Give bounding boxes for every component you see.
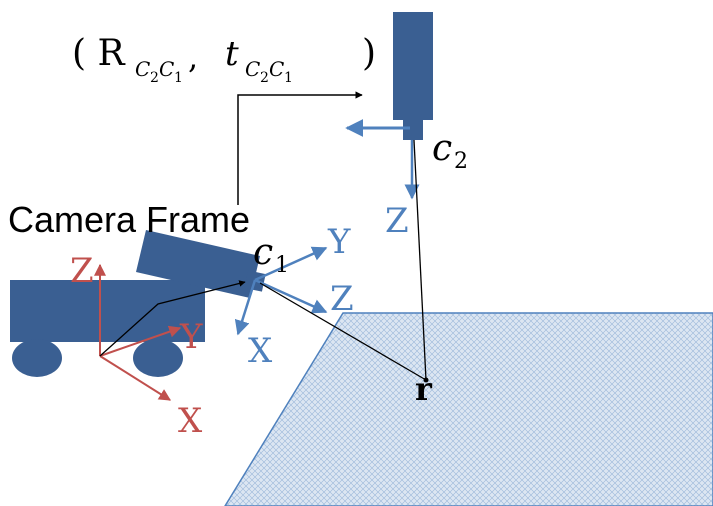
c1-z-label: Z: [330, 279, 354, 319]
c1-x-axis: [234, 279, 257, 336]
c2-label: c: [432, 128, 452, 169]
c2-to-r-line: [413, 139, 427, 381]
t-sub-2: 2: [260, 70, 269, 86]
camera-c2-body: [393, 12, 433, 120]
camera-frame-label: Camera Frame: [8, 199, 250, 240]
transform-close: ): [362, 33, 376, 74]
c1-x-label: X: [248, 331, 273, 371]
transform-label: ( R C 2 C 1 , t C 2 C 1 ): [72, 33, 376, 86]
c2-z-label: Z: [385, 201, 409, 241]
c2-sub: 2: [454, 149, 468, 174]
c1-z-axis: [254, 278, 328, 314]
r-sub-2: 2: [150, 70, 159, 86]
ground-plane: [224, 312, 713, 506]
t-sub-1: 1: [284, 70, 293, 86]
transform-open: ( R: [72, 33, 125, 74]
point-r-marker: [423, 377, 429, 383]
transform-t: t: [225, 34, 239, 74]
transform-arrow: [237, 91, 363, 205]
t-sub-c: C: [245, 57, 260, 81]
r-sub-1: 1: [174, 70, 183, 86]
robot-y-label: Y: [179, 317, 203, 357]
c1-sub: 1: [275, 253, 289, 278]
robot-wheel-left: [12, 339, 62, 377]
robot-z-label: Z: [70, 251, 94, 291]
robot-wheel-right: [133, 339, 183, 377]
point-r-label: r: [415, 370, 433, 408]
transform-sep: ,: [188, 38, 198, 76]
robot-x-axis: [99, 355, 172, 401]
c1-label: c: [253, 232, 273, 273]
camera-c1-body: [136, 230, 260, 298]
robot-body: [10, 280, 205, 342]
camera-c2-lens: [403, 120, 423, 140]
robot-x-label: X: [178, 401, 203, 441]
c1-y-label: Y: [327, 222, 351, 262]
c1-y-axis: [254, 246, 328, 282]
c1-to-r-line: [259, 282, 427, 381]
robot-y-axis: [99, 325, 182, 357]
t-sub-c-b: C: [269, 57, 284, 81]
r-sub-c: C: [135, 57, 150, 81]
robot-to-c1-line: [99, 280, 246, 357]
r-sub-c-b: C: [159, 57, 174, 81]
